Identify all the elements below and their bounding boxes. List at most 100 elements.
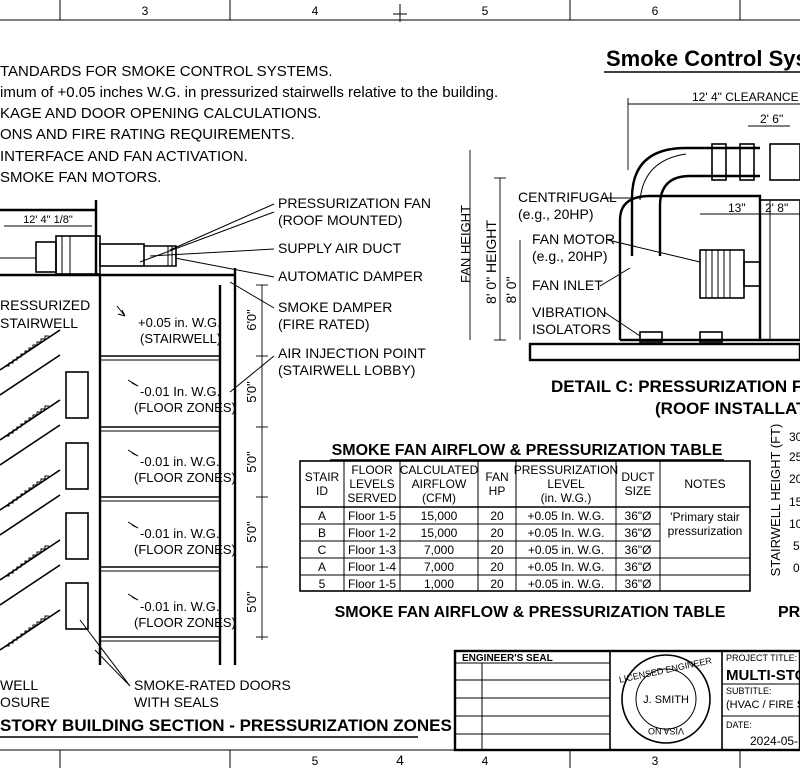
date-value: 2024-05- — [750, 734, 798, 748]
zone-top-3: 5 — [482, 4, 489, 18]
height-2: 5'0" — [244, 381, 259, 403]
note-3: KAGE AND DOOR OPENING CALCULATIONS. — [0, 105, 321, 122]
zone-5-pressure: -0.01 in. W.G. — [140, 599, 219, 614]
cell-r5-c3: 1,000 — [424, 577, 454, 591]
door-2 — [65, 442, 89, 490]
building-section: 12' 4" 1/8" — [0, 195, 452, 738]
zone-bottom-2: 4 — [396, 752, 404, 768]
callout-smoke-damper-1: SMOKE DAMPER — [278, 299, 392, 315]
detail-c-fan: 12' 4" CLEARANCE 2' 6" 13" 2' 8" — [458, 90, 800, 418]
height-4: 5'0" — [244, 521, 259, 543]
callout-fan-2: (ROOF MOUNTED) — [278, 212, 402, 228]
header-pressure-2: LEVEL — [547, 477, 585, 491]
header-duct-1: DUCT — [621, 470, 655, 484]
height-1: 6'0" — [244, 309, 259, 331]
detail-dim-b: 13" — [728, 201, 746, 215]
zone-2-label: (FLOOR ZONES) — [134, 400, 236, 415]
cell-r5-c5: +0.05 in. W.G. — [528, 577, 604, 591]
detail-label-motor-1: FAN MOTOR — [532, 231, 615, 247]
engineer-seal-label: ENGINEER'S SEAL — [462, 653, 553, 664]
zone-bottom-1: 5 — [312, 754, 319, 768]
header-stair-1: STAIR — [305, 470, 340, 484]
callout-injection-1: AIR INJECTION POINT — [278, 345, 426, 361]
cell-r1-c5: +0.05 In. W.G. — [527, 509, 604, 523]
general-notes: TANDARDS FOR SMOKE CONTROL SYSTEMS. imum… — [0, 63, 498, 186]
doors-label-2: WITH SEALS — [134, 694, 219, 710]
detail-label-centrifugal-2: (e.g., 20HP) — [518, 206, 593, 222]
cell-r5-c2: Floor 1-5 — [348, 577, 396, 591]
cell-r2-c5: +0.05 In. W.G. — [527, 526, 604, 540]
zone-3-pressure: -0.01 in. W.G. — [140, 454, 219, 469]
header-stair-2: ID — [316, 484, 328, 498]
chart-tick-20: 20 — [789, 472, 800, 486]
cell-r3-c1: C — [318, 543, 327, 557]
table-title: SMOKE FAN AIRFLOW & PRESSURIZATION TABLE — [332, 442, 723, 459]
zone-1-pressure: +0.05 in. W.G. — [138, 315, 221, 330]
door-1 — [65, 371, 89, 419]
cell-r4-c1: A — [318, 560, 326, 574]
date-label: DATE: — [726, 720, 752, 730]
section-top-dim: 12' 4" 1/8" — [23, 214, 73, 226]
cell-r5-c4: 20 — [490, 577, 504, 591]
detail-title-1: DETAIL C: PRESSURIZATION FA — [551, 377, 800, 396]
note-6: SMOKE FAN MOTORS. — [0, 169, 161, 186]
cell-r1-c2: Floor 1-5 — [348, 509, 396, 523]
sheet-title: Smoke Control Syst — [606, 46, 800, 71]
engineer-seal — [621, 654, 711, 744]
airflow-table: SMOKE FAN AIRFLOW & PRESSURIZATION TABLE… — [299, 442, 751, 621]
header-airflow-3: (CFM) — [422, 491, 456, 505]
cell-note-2: pressurization — [668, 524, 743, 538]
header-pressure-1: PRESSURIZATION — [514, 463, 618, 477]
chart-tick-25: 25 — [789, 450, 800, 464]
chart-tick-0: 0 — [793, 561, 800, 575]
zone-top-2: 4 — [312, 4, 319, 18]
note-2: imum of +0.05 inches W.G. in pressurized… — [0, 84, 498, 101]
detail-label-isolators-1: VIBRATION — [532, 304, 606, 320]
zone-1-label: (STAIRWELL) — [140, 331, 221, 346]
subtitle-value: (HVAC / FIRE SY — [726, 699, 800, 711]
project-title-label: PROJECT TITLE: — [726, 653, 797, 663]
detail-dim-a: 2' 6" — [760, 112, 783, 126]
cell-r1-c1: A — [318, 509, 326, 523]
callout-injection-2: (STAIRWELL LOBBY) — [278, 362, 415, 378]
cell-r2-c2: Floor 1-2 — [348, 526, 396, 540]
chart-tick-15: 15 — [789, 495, 800, 509]
chart-tick-5: 5 — [793, 539, 800, 553]
header-hp-1: FAN — [485, 470, 508, 484]
section-title: STORY BUILDING SECTION - PRESSURIZATION … — [0, 716, 452, 735]
seal-bottom-text: VISA NO — [648, 726, 684, 736]
door-3 — [65, 512, 89, 560]
header-pressure-3: (in. W.G.) — [541, 491, 592, 505]
project-title-value: MULTI-STO — [726, 667, 800, 684]
zone-bottom-3: 4 — [482, 754, 489, 768]
cell-note-1: 'Primary stair — [670, 510, 740, 524]
header-floor-1: FLOOR — [351, 463, 393, 477]
detail-fan-height-value: 8' 0" HEIGHT — [483, 220, 499, 304]
cell-r2-c4: 20 — [490, 526, 504, 540]
height-5: 5'0" — [244, 591, 259, 613]
cell-r4-c5: +0.05 In. W.G. — [527, 560, 604, 574]
enclosure-label-2: OSURE — [0, 694, 50, 710]
cell-r3-c6: 36"Ø — [625, 543, 652, 557]
chart-ylabel: STAIRWELL HEIGHT (FT) — [768, 424, 783, 577]
subtitle-label: SUBTITLE: — [726, 686, 772, 696]
detail-label-centrifugal-1: CENTRIFUGAL — [518, 189, 617, 205]
roof-fan-unit — [0, 235, 177, 275]
callout-damper: AUTOMATIC DAMPER — [278, 268, 423, 284]
cell-r4-c6: 36"Ø — [625, 560, 652, 574]
detail-label-inlet: FAN INLET — [532, 277, 603, 293]
height-chart-stub: STAIRWELL HEIGHT (FT) 30 25 20 15 10 5 0… — [768, 424, 800, 621]
zone-4-pressure: -0.01 in. W.G. — [140, 526, 219, 541]
cell-r2-c3: 15,000 — [421, 526, 458, 540]
doors-label-1: SMOKE-RATED DOORS — [134, 677, 291, 693]
detail-dim-c: 2' 8" — [765, 201, 788, 215]
detail-fan-height-value-2: 8' 0" — [503, 276, 519, 303]
cell-r1-c4: 20 — [490, 509, 504, 523]
height-3: 5'0" — [244, 451, 259, 473]
cell-r5-c1: 5 — [319, 577, 326, 591]
header-floor-3: SERVED — [347, 491, 396, 505]
cell-r4-c2: Floor 1-4 — [348, 560, 396, 574]
cell-r3-c4: 20 — [490, 543, 504, 557]
